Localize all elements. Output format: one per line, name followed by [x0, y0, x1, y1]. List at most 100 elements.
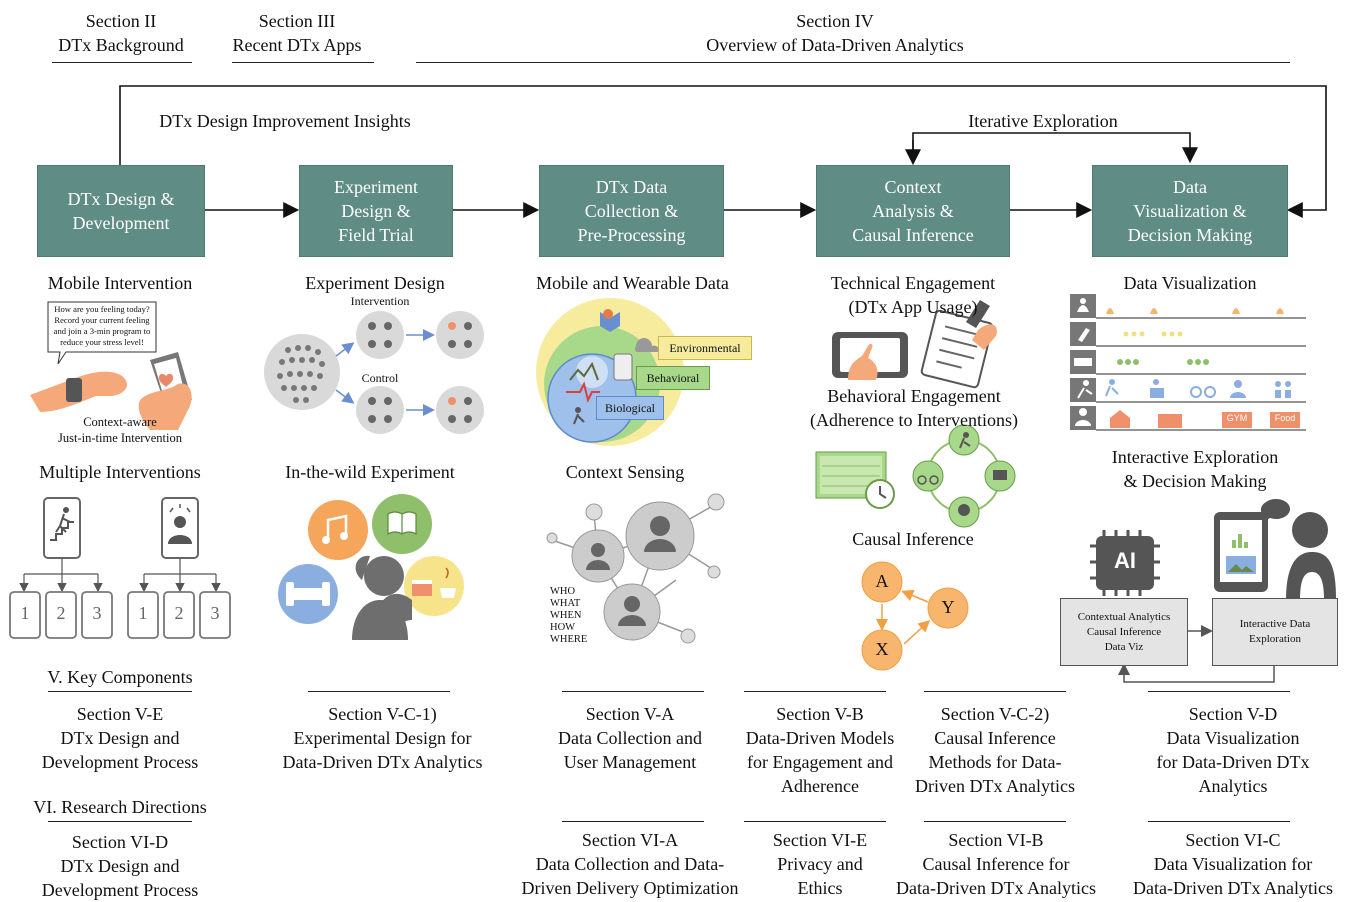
rule-v-d — [1148, 691, 1290, 692]
header-rule-iv — [416, 62, 1290, 63]
rule-v-c-2 — [924, 691, 1066, 692]
vi-c-line1: Section VI-C — [1185, 830, 1281, 850]
node-y: Y — [941, 597, 955, 617]
box-experiment-line1: Experiment — [334, 177, 418, 197]
section-v-d: Section V-D Data Visualization for Data-… — [1118, 702, 1348, 798]
box-data-collection: DTx Data Collection & Pre-Processing — [539, 165, 724, 257]
box-experiment-design: Experiment Design & Field Trial — [299, 165, 453, 257]
rule-key-components — [48, 691, 192, 692]
header-section-ii: Section II DTx Background — [50, 9, 192, 57]
gym-tag: GYM — [1226, 413, 1248, 423]
vi-a-line3: Driven Delivery Optimization — [521, 878, 739, 898]
mobile-intervention-title: Mobile Intervention — [47, 273, 193, 293]
analytics-loop-arrows — [1118, 625, 1275, 683]
intervention-number-1b: 1 — [138, 603, 148, 623]
v-c-1-line2: Experimental Design for — [293, 728, 472, 748]
rule-v-a — [562, 691, 704, 692]
intervention-number-2b: 2 — [174, 603, 184, 623]
rule-vi-b — [924, 821, 1066, 822]
section-v-c-1: Section V-C-1) Experimental Design for D… — [260, 702, 505, 774]
v-c-1-line3: Data-Driven DTx Analytics — [282, 752, 483, 772]
header-rule-iii — [232, 62, 374, 63]
context-sensing-title: Context Sensing — [565, 462, 685, 482]
vi-b-line3: Data-Driven DTx Analytics — [896, 878, 1096, 898]
v-a-line2: Data Collection and — [558, 728, 702, 748]
label-when: WHEN — [550, 610, 582, 621]
section-vi-c: Section VI-C Data Visualization for Data… — [1114, 828, 1352, 900]
v-e-line3: Development Process — [41, 752, 199, 772]
section-v-e: Section V-E DTx Design and Development P… — [10, 702, 230, 774]
tech-line1: Technical Engagement — [830, 273, 996, 293]
vi-e-line3: Ethics — [797, 878, 843, 898]
iterative-label: Iterative Exploration — [968, 111, 1118, 131]
tech-line2: (DTx App Usage) — [848, 297, 978, 317]
node-x: X — [875, 639, 889, 659]
food-tag: Food — [1274, 413, 1296, 423]
box-design-development: DTx Design & Development — [37, 165, 205, 257]
vi-d-line2: DTx Design and — [60, 856, 180, 876]
section-v-c-2: Section V-C-2) Causal Inference Methods … — [890, 702, 1100, 798]
section-vi-d: Section VI-D DTx Design and Development … — [10, 830, 230, 902]
feedback-loop-arrow — [119, 85, 1327, 218]
interactive-exploration-title: Interactive Exploration & Decision Makin… — [1080, 445, 1310, 493]
label-what: WHAT — [550, 598, 581, 609]
intervention-phones — [9, 591, 231, 639]
bubble-line-4: reduce your stress level! — [60, 337, 144, 347]
box-context-line2: Analysis & — [872, 201, 954, 221]
vi-e-line2: Privacy and — [777, 854, 863, 874]
vi-c-line3: Data-Driven DTx Analytics — [1133, 878, 1333, 898]
v-a-line1: Section V-A — [585, 704, 675, 724]
header-section-iv-title: Overview of Data-Driven Analytics — [706, 35, 964, 55]
section-v-b: Section V-B Data-Driven Models for Engag… — [720, 702, 920, 798]
exploration-line2: Exploration — [1249, 633, 1301, 645]
behav-line1: Behavioral Engagement — [827, 386, 1001, 406]
rule-vi-c — [1148, 821, 1290, 822]
analytics-line2: Causal Inference — [1086, 625, 1162, 638]
header-section-ii-number: Section II — [85, 11, 157, 31]
box-experiment-line3: Field Trial — [338, 225, 414, 245]
checklist-icon — [920, 300, 997, 389]
population-circle-icon — [264, 334, 340, 410]
speech-bubble-text: How are you feeling today? Record your c… — [48, 304, 156, 348]
exploration-box: Interactive Data Exploration — [1212, 598, 1338, 666]
bubble-line-1: How are you feeling today? — [54, 304, 150, 314]
vi-e-line1: Section VI-E — [772, 830, 868, 850]
v-d-line2: Data Visualization — [1166, 728, 1300, 748]
box-viz-line3: Decision Making — [1127, 225, 1253, 245]
analytics-line1: Contextual Analytics — [1077, 610, 1171, 623]
causal-graph — [861, 561, 969, 671]
group-circles — [335, 311, 484, 434]
box-context-analysis: Context Analysis & Causal Inference — [816, 165, 1010, 257]
label-where: WHERE — [550, 634, 588, 645]
rule-v-b — [744, 691, 886, 692]
box-experiment-line2: Design & — [341, 201, 411, 221]
v-d-line1: Section V-D — [1188, 704, 1278, 724]
phone-stress-icon — [161, 497, 199, 559]
vi-b-line1: Section VI-B — [948, 830, 1044, 850]
v-c-1-line1: Section V-C-1) — [328, 704, 437, 724]
box-viz-line2: Visualization & — [1133, 201, 1247, 221]
phone-stairs-icon — [43, 497, 81, 559]
bubble-line-3: and join a 3-min program to — [53, 326, 151, 336]
causal-inference-title: Causal Inference — [852, 529, 974, 549]
behav-line2: (Adherence to Interventions) — [810, 410, 1018, 430]
control-label: Control — [361, 371, 399, 385]
in-the-wild-title: In-the-wild Experiment — [285, 462, 455, 482]
box-data-line1: DTx Data — [595, 177, 668, 197]
multiple-interventions-title: Multiple Interventions — [39, 462, 201, 482]
exploration-line1: Interactive Data — [1239, 618, 1311, 630]
tree-connectors — [19, 558, 221, 593]
intervention-number-2a: 2 — [56, 603, 66, 623]
activity-cycle-icon — [912, 424, 1016, 528]
rule-research-directions — [48, 821, 192, 822]
box-viz-line1: Data — [1173, 177, 1207, 197]
header-section-iv-number: Section IV — [796, 11, 874, 31]
jit-caption-line2: Just-in-time Intervention — [58, 431, 182, 445]
vi-a-line1: Section VI-A — [581, 830, 679, 850]
v-b-line3: for Engagement and — [747, 752, 893, 772]
v-c-2-line4: Driven DTx Analytics — [915, 776, 1075, 796]
biological-label: Biological — [596, 396, 664, 420]
v-b-line2: Data-Driven Models — [745, 728, 895, 748]
who-what-labels: WHO WHAT WHEN HOW WHERE — [550, 586, 620, 646]
v-c-2-line3: Methods for Data- — [928, 752, 1062, 772]
